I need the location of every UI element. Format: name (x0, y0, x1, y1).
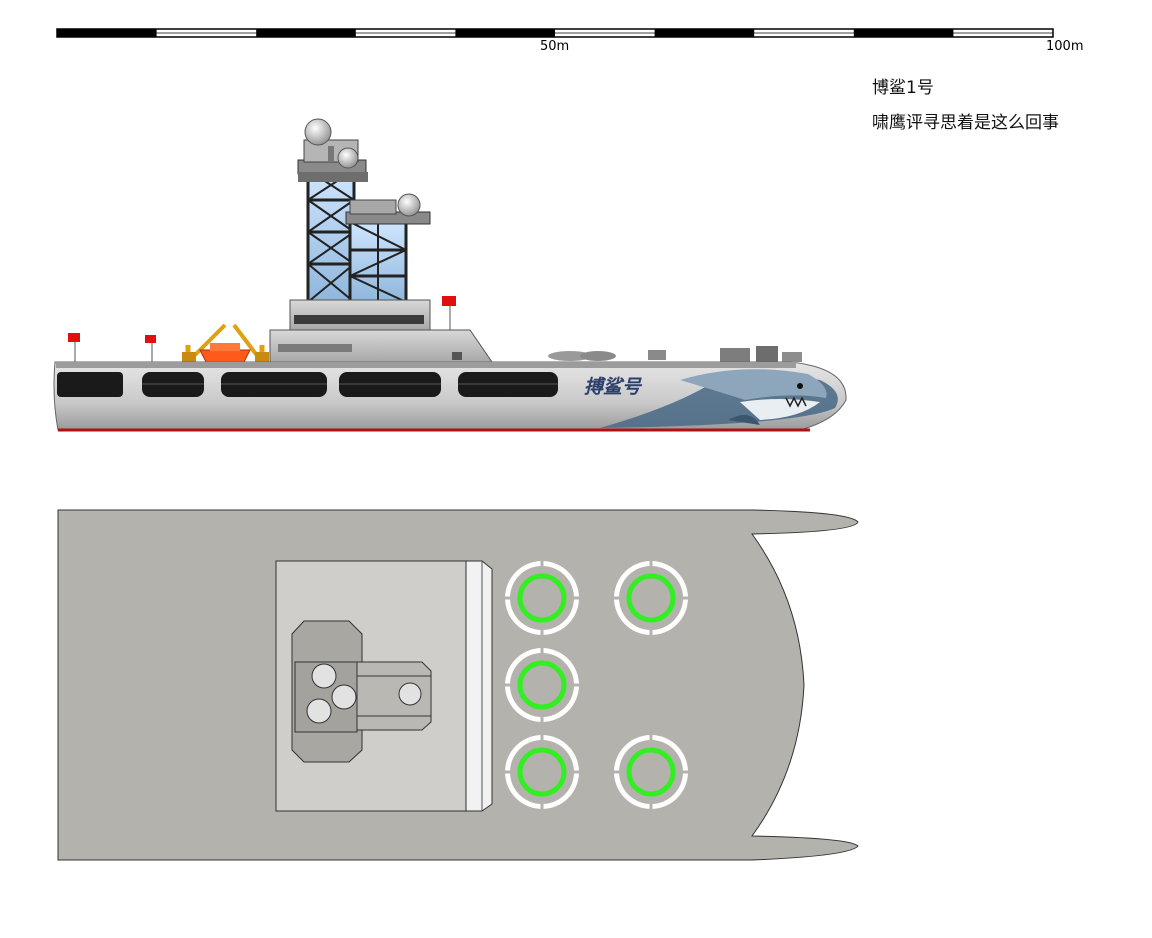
side-profile-view: 搏鲨号 (53, 118, 847, 432)
flags (68, 296, 456, 365)
launcher-5 (614, 735, 688, 809)
scale-label-100m: 100m (1046, 39, 1084, 54)
hull-windows (57, 372, 558, 397)
lattice-mast-short (345, 199, 431, 304)
launcher-group (505, 561, 688, 809)
davit-crane-left (182, 323, 227, 364)
launcher-1 (505, 561, 579, 635)
lattice-mast-tall (297, 139, 368, 304)
launcher-4 (505, 735, 579, 809)
ship-subtitle-caption: 啸鹰评寻思着是这么回事 (872, 113, 1059, 133)
scale-bar-segments (56, 28, 1054, 38)
bridge-superstructure (269, 299, 493, 363)
davit-crane-right (232, 323, 269, 364)
hull-name-lettering: 搏鲨号 (584, 376, 643, 398)
launcher-2 (614, 561, 688, 635)
radar-dome-3 (397, 193, 421, 217)
radar-dome-1 (304, 118, 332, 146)
main-turret (291, 620, 432, 763)
radar-dome-2 (337, 147, 359, 169)
forward-deck-equipment (548, 346, 802, 362)
launcher-3 (505, 648, 579, 722)
shark-livery (600, 369, 838, 428)
scale-bar (56, 28, 1054, 38)
ship-name-caption: 博鲨1号 (872, 78, 934, 98)
scale-label-50m: 50m (540, 39, 570, 54)
